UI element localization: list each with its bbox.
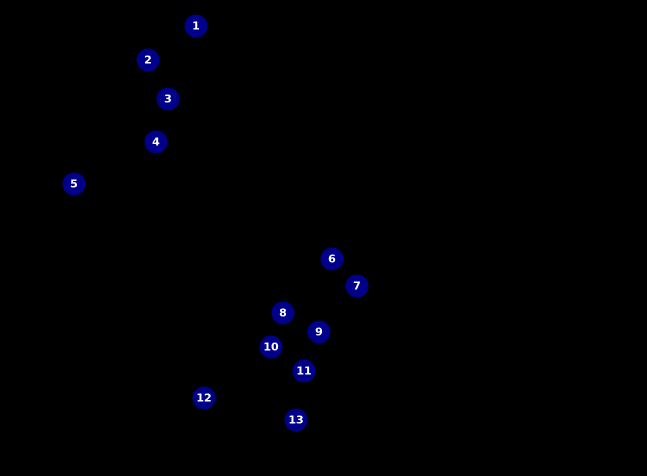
numbered-marker-9[interactable]: 9 xyxy=(307,320,331,344)
numbered-marker-2[interactable]: 2 xyxy=(136,48,160,72)
numbered-marker-3[interactable]: 3 xyxy=(156,87,180,111)
numbered-marker-8[interactable]: 8 xyxy=(271,301,295,325)
numbered-marker-12[interactable]: 12 xyxy=(192,386,216,410)
numbered-marker-13[interactable]: 13 xyxy=(284,408,308,432)
numbered-marker-1[interactable]: 1 xyxy=(184,14,208,38)
numbered-marker-7[interactable]: 7 xyxy=(345,274,369,298)
numbered-marker-11[interactable]: 11 xyxy=(292,359,316,383)
numbered-marker-10[interactable]: 10 xyxy=(259,335,283,359)
numbered-marker-4[interactable]: 4 xyxy=(144,130,168,154)
numbered-marker-5[interactable]: 5 xyxy=(62,172,86,196)
numbered-marker-6[interactable]: 6 xyxy=(320,247,344,271)
